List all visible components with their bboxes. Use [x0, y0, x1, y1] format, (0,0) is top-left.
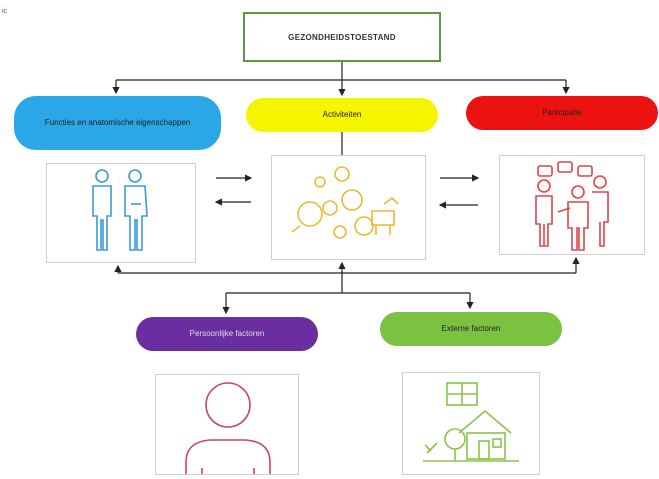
activities-label: Activiteiten — [322, 109, 362, 119]
personal-factors-pill: Persoonlijke factoren — [136, 317, 318, 351]
human-body-anatomy-icon — [92, 169, 148, 251]
root-health-condition-box: GEZONDHEIDSTOESTAND — [243, 12, 441, 62]
external-factors-image-box — [402, 372, 540, 475]
house-environment-icon — [423, 382, 519, 462]
participation-image-box — [499, 155, 645, 255]
activities-gears-icon — [291, 166, 399, 239]
functions-image-box — [46, 163, 196, 263]
people-conversation-icon — [535, 161, 609, 251]
person-portrait-icon — [185, 382, 271, 474]
external-factors-label: Externe factoren — [441, 323, 501, 333]
external-factors-pill: Externe factoren — [380, 312, 562, 346]
root-title: GEZONDHEIDSTOESTAND — [288, 32, 396, 42]
participation-pill: Participatie — [466, 96, 658, 130]
activities-pill: Activiteiten — [246, 98, 438, 132]
personal-factors-label: Persoonlijke factoren — [189, 328, 265, 338]
corner-mark: ic — [2, 8, 8, 15]
functions-label: Functies en anatomische eigenschappen — [44, 117, 191, 127]
functions-pill: Functies en anatomische eigenschappen — [14, 96, 221, 150]
activities-image-box — [271, 155, 426, 260]
participation-label: Participatie — [542, 107, 582, 117]
personal-factors-image-box — [155, 374, 299, 475]
